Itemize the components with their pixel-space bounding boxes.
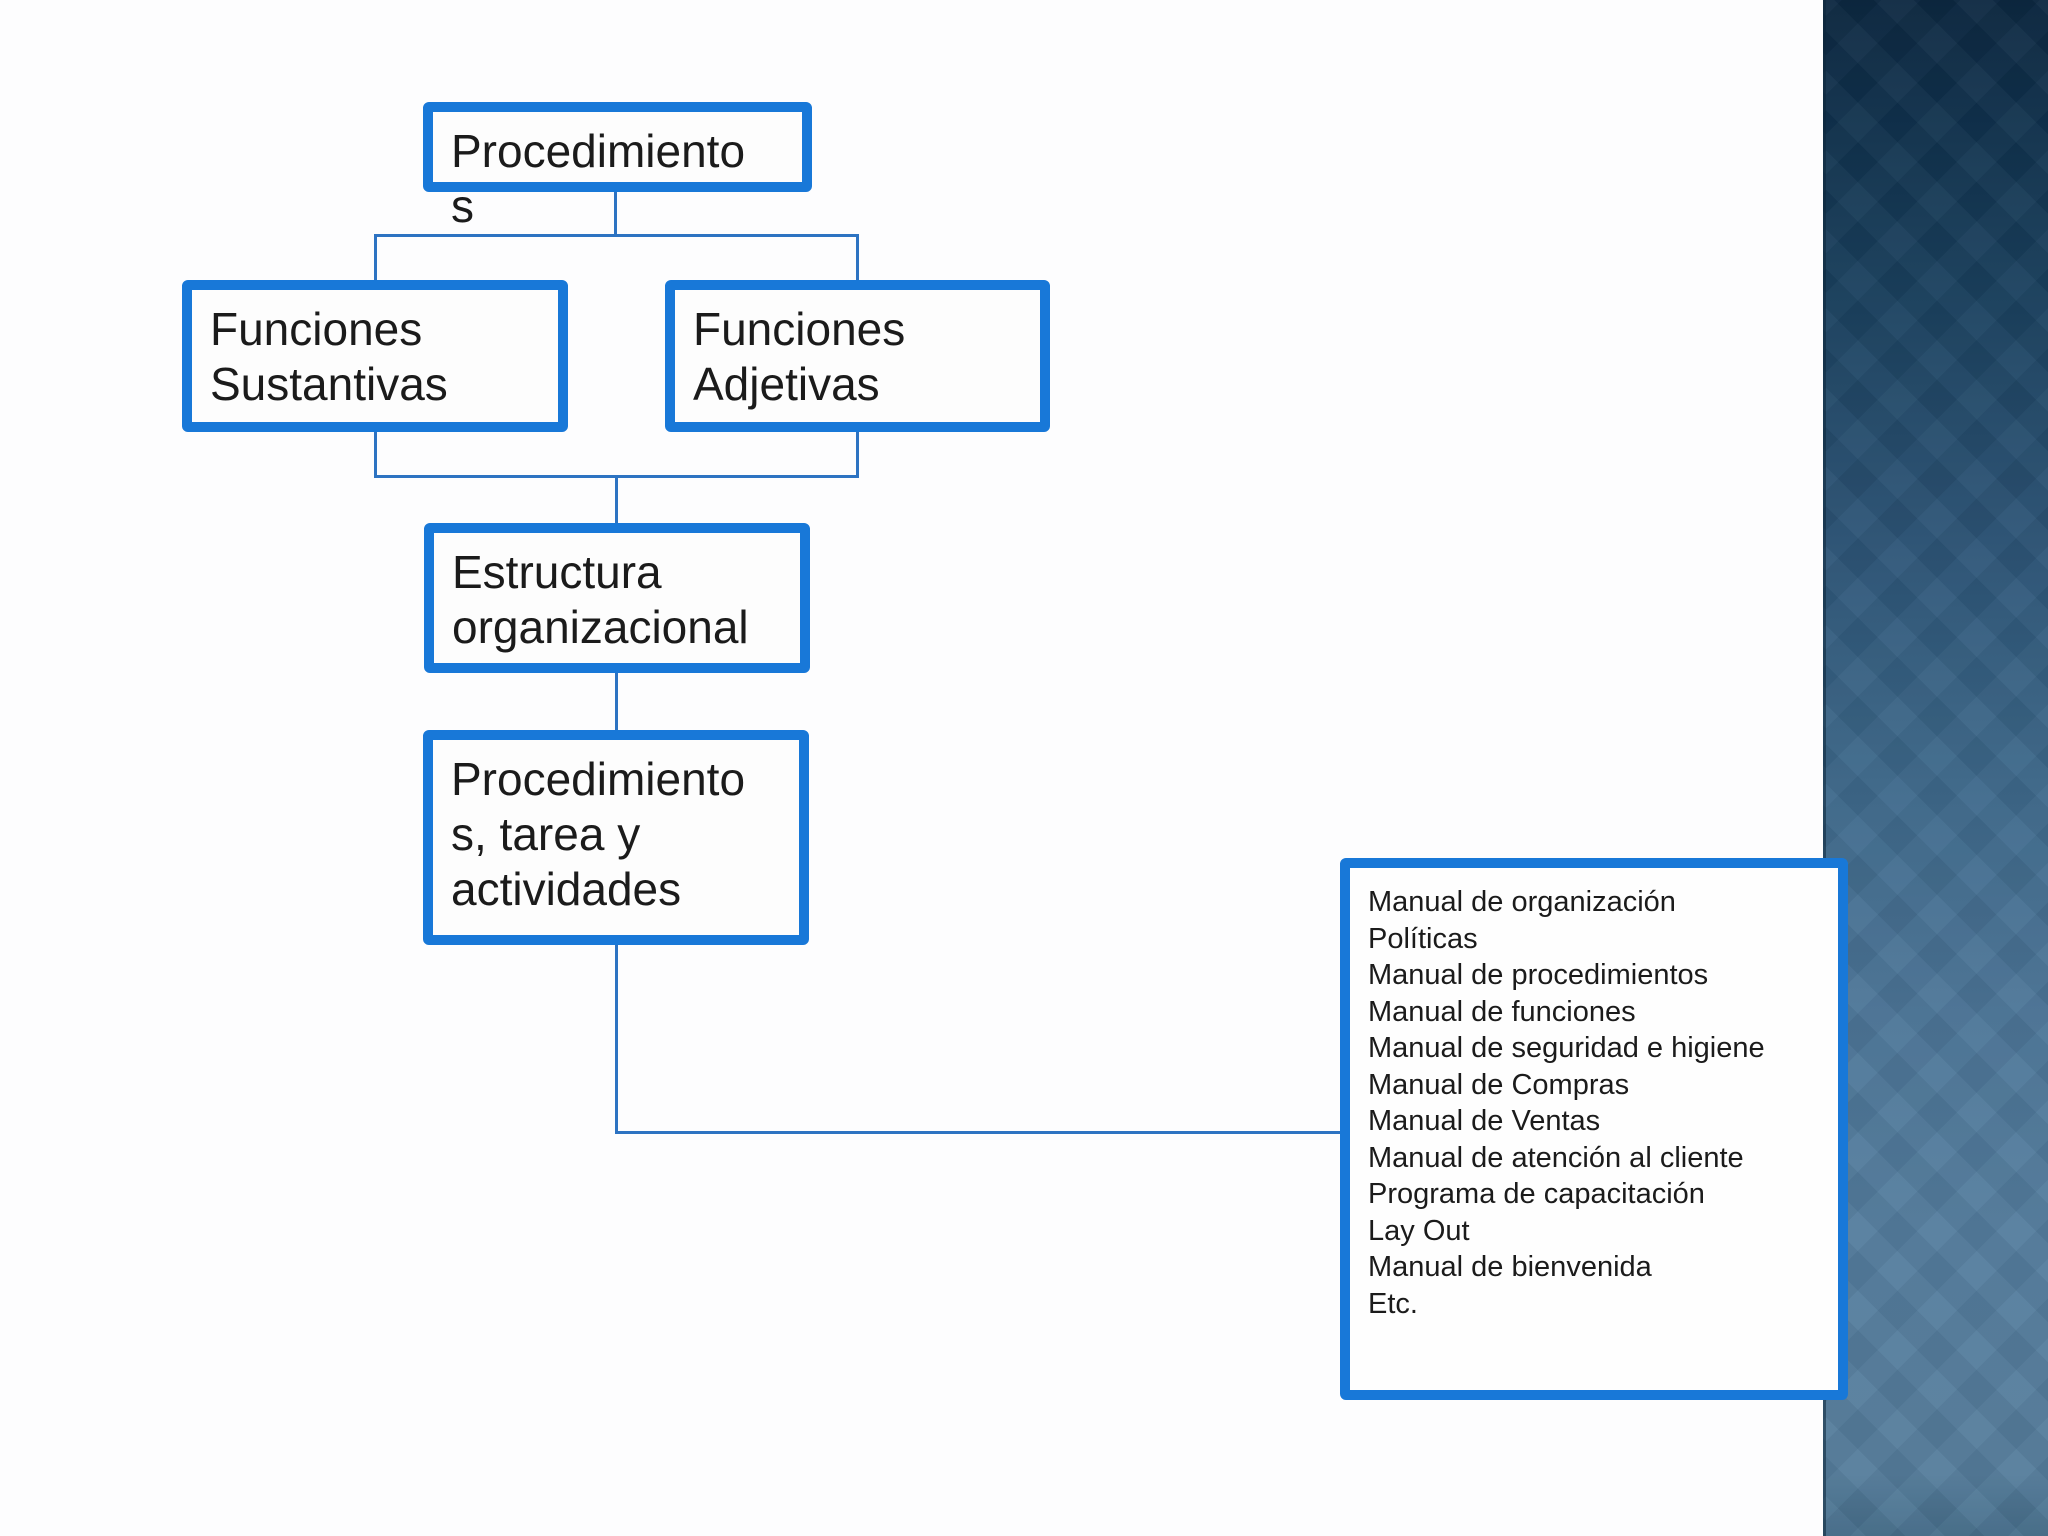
manuals-list-box: Manual de organización Políticas Manual … (1340, 858, 1848, 1400)
box-text-line: Procedimiento (451, 753, 746, 805)
box-text-line: s, tarea y (451, 808, 641, 860)
connector-drop-estructura (615, 475, 618, 525)
manual-list-item: Manual de funciones (1368, 995, 1636, 1028)
manual-list-item: Manual de seguridad e higiene (1368, 1032, 1765, 1064)
box-text-line: organizacional (452, 601, 749, 653)
manual-list-item: Manual de procedimientos (1368, 959, 1709, 991)
connector-upper-bus (374, 234, 859, 237)
box-text-line: Adjetivas (693, 358, 880, 410)
procedimientos-box: Procedimiento s (423, 102, 812, 232)
box-text-line: Funciones (210, 303, 423, 355)
procedimientos-tareas-actividades-box: Procedimiento s, tarea y actividades (423, 730, 809, 945)
manual-list-item: Políticas (1368, 922, 1478, 955)
estructura-organizacional-box: Estructura organizacional (424, 523, 810, 673)
funciones-adjetivas-box: Funciones Adjetivas (665, 280, 1050, 432)
connector-drop-left (374, 234, 377, 282)
box-text-line: Funciones (693, 303, 906, 355)
manual-list-item: Manual de Compras (1368, 1068, 1630, 1101)
connector-estructura-procedimientos (615, 671, 618, 732)
connector-top-stub (614, 192, 617, 236)
connector-drop-right (856, 234, 859, 282)
manual-list-item: Manual de Ventas (1368, 1105, 1601, 1137)
connector-procedimientos-down (615, 943, 618, 1134)
box-text-line: Sustantivas (210, 358, 448, 410)
connector-to-manual-box (615, 1131, 1343, 1134)
manual-list-item: Manual de atención al cliente (1368, 1141, 1744, 1174)
connector-rise-left (374, 430, 377, 478)
box-text-line: Estructura (452, 546, 662, 598)
connector-rise-right (856, 430, 859, 478)
box-text-line: actividades (451, 863, 682, 915)
slide-gradient-sidebar (1823, 0, 2048, 1536)
manual-list-item: Etc. (1368, 1287, 1418, 1320)
manuals-list: Manual de organización Políticas Manual … (1350, 868, 1838, 1322)
box-text-line: Procedimiento (451, 125, 746, 177)
manual-list-item: Manual de organización (1368, 886, 1676, 918)
manual-list-item: Manual de bienvenida (1368, 1251, 1652, 1283)
funciones-sustantivas-box: Funciones Sustantivas (182, 280, 568, 432)
box-text-overflow-line: s (451, 180, 474, 232)
manual-list-item: Programa de capacitación (1368, 1178, 1705, 1210)
manual-list-item: Lay Out (1368, 1214, 1470, 1247)
